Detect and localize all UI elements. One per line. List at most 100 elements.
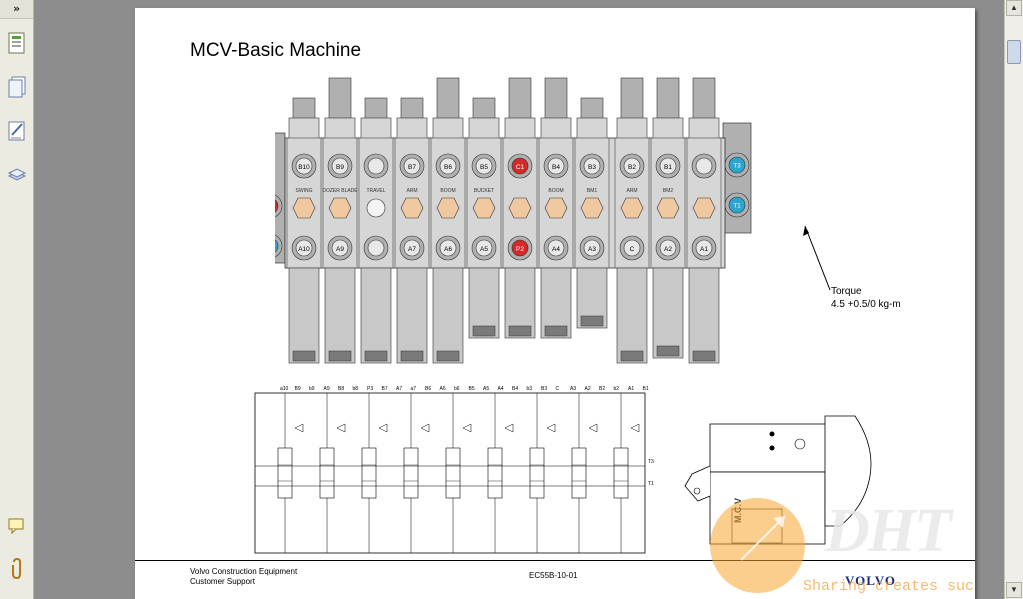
schematic-port-label: A2 bbox=[585, 386, 591, 392]
port-top bbox=[659, 157, 677, 175]
lower-housing bbox=[432, 267, 464, 364]
port-bottom bbox=[659, 239, 677, 257]
scroll-down-button[interactable]: ▼ bbox=[1006, 582, 1022, 598]
port-bottom bbox=[331, 239, 349, 257]
mcv-front-view-drawing bbox=[684, 415, 872, 545]
port-top-label: B7 bbox=[408, 164, 416, 171]
lower-cap bbox=[692, 350, 716, 362]
port-bottom bbox=[367, 239, 385, 257]
front-view-upper bbox=[709, 423, 841, 473]
bolt-hole bbox=[693, 487, 701, 495]
schematic-side-label: T3 bbox=[648, 459, 654, 465]
port-bottom bbox=[295, 239, 313, 257]
spool-face bbox=[400, 197, 424, 219]
lower-cap bbox=[472, 325, 496, 337]
check-valve-symbol bbox=[546, 423, 556, 433]
port-top-label: B10 bbox=[298, 164, 310, 171]
check-valve-symbol bbox=[420, 423, 430, 433]
port-t3 bbox=[728, 156, 746, 174]
spool-symbol bbox=[361, 447, 377, 499]
collapse-pane-button[interactable]: » bbox=[0, 0, 33, 19]
lower-cap bbox=[508, 325, 532, 337]
valve-cap-base bbox=[324, 117, 356, 141]
spool-symbol bbox=[529, 447, 545, 499]
section-label: BOOM bbox=[440, 188, 455, 194]
front-view-bracket bbox=[684, 465, 711, 502]
pages-icon[interactable] bbox=[5, 74, 29, 100]
port-p1 bbox=[275, 199, 279, 213]
spool-face bbox=[692, 197, 716, 219]
section-label: TRAVEL bbox=[366, 188, 385, 194]
torque-value: 4.5 +0.5/0 kg-m bbox=[831, 299, 901, 310]
port-bottom bbox=[403, 239, 421, 257]
schematic-port-label: B4 bbox=[512, 386, 518, 392]
lower-housing bbox=[288, 267, 320, 364]
port-t2-ring bbox=[275, 234, 283, 258]
check-valve-symbol bbox=[462, 423, 472, 433]
port-bottom-label: A7 bbox=[408, 246, 416, 253]
bookmarks-icon[interactable] bbox=[5, 30, 29, 56]
schematic-port-label: b6 bbox=[454, 386, 460, 392]
port-top-label: B6 bbox=[444, 164, 452, 171]
port-top bbox=[511, 157, 529, 175]
section-label: BOOM bbox=[548, 188, 563, 194]
schematic-port-label: B6 bbox=[425, 386, 431, 392]
valve-cap-base bbox=[540, 117, 572, 141]
front-view-dot bbox=[769, 431, 775, 437]
spool-symbol bbox=[319, 447, 335, 499]
port-bottom bbox=[511, 239, 529, 257]
lower-cap bbox=[400, 350, 424, 362]
spool-symbol bbox=[487, 447, 503, 499]
comments-icon[interactable] bbox=[5, 513, 29, 539]
layers-icon[interactable] bbox=[5, 162, 29, 188]
front-view-port bbox=[794, 438, 806, 450]
port-top-label: B4 bbox=[552, 164, 560, 171]
lower-cap bbox=[292, 350, 316, 362]
port-bottom-label: C bbox=[630, 246, 635, 253]
scroll-thumb[interactable] bbox=[1007, 40, 1021, 64]
port-top-label: B2 bbox=[628, 164, 636, 171]
scroll-up-button[interactable]: ▲ bbox=[1006, 0, 1022, 16]
signatures-icon[interactable] bbox=[5, 118, 29, 144]
port-top-label: B3 bbox=[588, 164, 596, 171]
valve-cap-base bbox=[688, 117, 720, 141]
page-title: MCV-Basic Machine bbox=[190, 40, 362, 61]
port-top bbox=[547, 157, 565, 175]
section-label: DOZER BLADE bbox=[322, 188, 358, 194]
port-t3-label: T3 bbox=[733, 163, 741, 170]
schematic-port-label: A9 bbox=[324, 386, 330, 392]
lower-housing bbox=[616, 267, 648, 364]
attachments-icon[interactable] bbox=[5, 556, 29, 582]
vertical-scrollbar[interactable]: ▲ ▼ bbox=[1004, 0, 1023, 599]
valve-cap-base bbox=[504, 117, 536, 141]
valve-section: A1 bbox=[686, 77, 722, 364]
footer-department: Customer Support bbox=[190, 577, 255, 586]
port-top bbox=[367, 157, 385, 175]
schematic-port-label: B8 bbox=[338, 386, 344, 392]
port-top bbox=[623, 157, 641, 175]
lower-cap bbox=[580, 315, 604, 327]
schematic-port-label: B2 bbox=[599, 386, 605, 392]
spool-face bbox=[328, 197, 352, 219]
lower-housing bbox=[324, 267, 356, 364]
port-top bbox=[439, 157, 457, 175]
check-valve-symbol bbox=[294, 423, 304, 433]
schematic-port-label: A4 bbox=[498, 386, 504, 392]
port-top bbox=[695, 157, 713, 175]
torque-label: Torque bbox=[831, 286, 862, 297]
schematic-port-label: b8 bbox=[353, 386, 359, 392]
spool-face bbox=[366, 198, 386, 218]
lower-cap bbox=[364, 350, 388, 362]
schematic-port-label: C bbox=[556, 386, 560, 392]
volvo-logo: VOLVO bbox=[845, 573, 896, 588]
section-label: BM1 bbox=[587, 188, 598, 194]
port-top bbox=[583, 157, 601, 175]
valve-cap-base bbox=[432, 117, 464, 141]
lower-housing bbox=[652, 267, 684, 359]
